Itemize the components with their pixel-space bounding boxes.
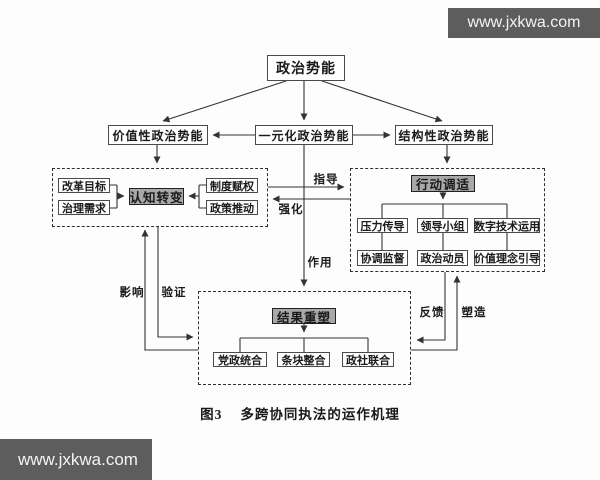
label-shape: 塑造 — [461, 307, 487, 319]
label-effect: 作用 — [307, 257, 333, 269]
node-digital-technology: 数字技术运用 — [474, 218, 540, 233]
node-gov-society-alliance: 政社联合 — [342, 352, 394, 367]
label-influence: 影响 — [119, 287, 145, 299]
node-party-gov-integration: 党政统合 — [213, 352, 267, 367]
node-reform-goal: 改革目标 — [58, 178, 110, 193]
label-verify: 验证 — [161, 287, 187, 299]
label-guide: 指导 — [313, 174, 339, 186]
node-structural-potential: 结构性政治势能 — [395, 125, 493, 145]
group-action — [350, 168, 545, 272]
node-policy-push: 政策推动 — [206, 200, 258, 215]
group-result — [198, 291, 411, 385]
watermark-bottom: www.jxkwa.com — [0, 439, 152, 480]
node-block-integration: 条块整合 — [277, 352, 330, 367]
node-leading-group: 领导小组 — [417, 218, 468, 233]
node-coordination-supervision: 协调监督 — [357, 250, 408, 266]
label-feedback: 反馈 — [419, 307, 445, 319]
node-value-potential: 价值性政治势能 — [108, 125, 208, 145]
watermark-top: www.jxkwa.com — [448, 8, 600, 38]
node-institutional-empowerment: 制度赋权 — [206, 178, 258, 193]
node-pressure-transmission: 压力传导 — [357, 218, 408, 233]
figure-caption: 图3 多跨协同执法的运作机理 — [0, 403, 600, 423]
figure-title: 多跨协同执法的运作机理 — [240, 407, 400, 422]
figure-number: 图3 — [200, 407, 223, 422]
node-action-adjustment: 行动调适 — [411, 175, 475, 192]
watermark-top-text: www.jxkwa.com — [467, 14, 581, 31]
node-political-mobilization: 政治动员 — [417, 250, 468, 266]
node-unified-potential: 一元化政治势能 — [255, 125, 353, 145]
node-cognitive-change: 认知转变 — [129, 188, 184, 205]
watermark-bottom-text: www.jxkwa.com — [18, 449, 138, 469]
node-governance-need: 治理需求 — [58, 200, 110, 215]
node-political-potential: 政治势能 — [267, 55, 345, 81]
node-result-reshaping: 结果重塑 — [272, 308, 336, 325]
group-cognition — [52, 168, 268, 227]
label-strengthen: 强化 — [278, 204, 304, 216]
node-value-guidance: 价值理念引导 — [474, 250, 540, 266]
